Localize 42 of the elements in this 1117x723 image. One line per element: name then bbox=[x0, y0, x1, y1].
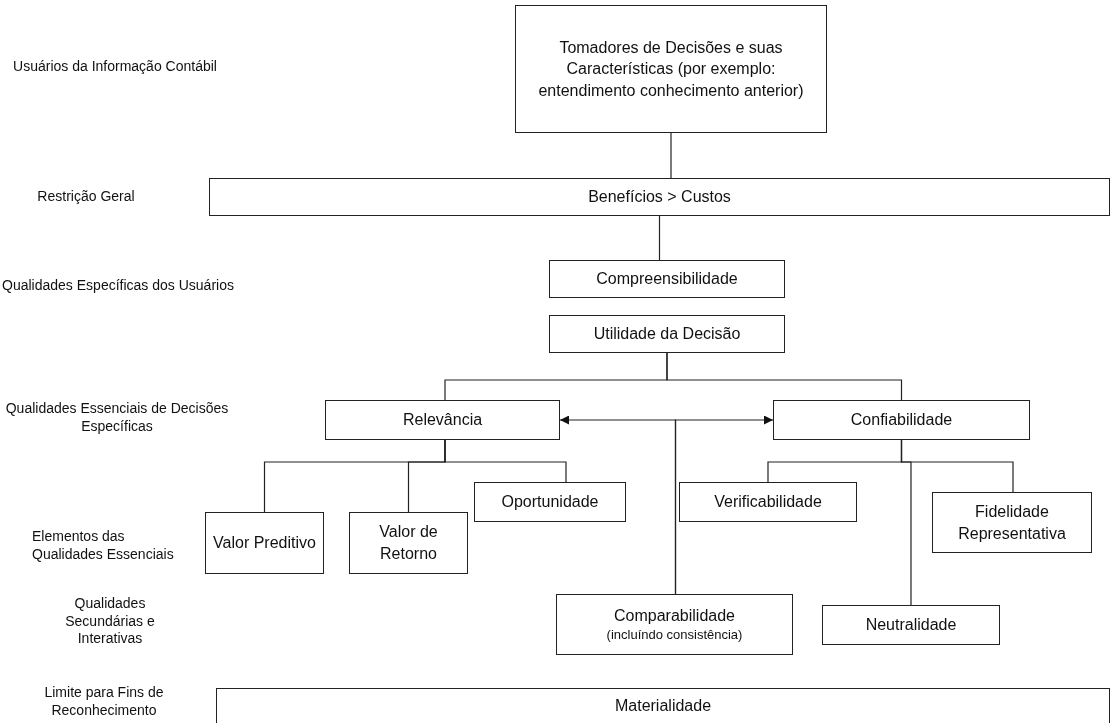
box-label: Verificabilidade bbox=[714, 492, 822, 513]
box-label: Fidelidade Representativa bbox=[957, 501, 1067, 544]
process-box bbox=[773, 400, 1030, 440]
box-label: Tomadores de Decisões e suas Características (por exemplo: entendimento conhecimento anterior) bbox=[537, 37, 805, 101]
process-box bbox=[679, 482, 857, 522]
box-label: Materialidade bbox=[614, 696, 712, 716]
level-label: Restrição Geral bbox=[36, 188, 136, 206]
process-box bbox=[515, 5, 827, 133]
level-label: Limite para Fins de Reconhecimento bbox=[43, 684, 165, 719]
box-label: Valor de Retorno bbox=[378, 522, 439, 564]
box-label: Oportunidade bbox=[501, 492, 599, 513]
level-label: Elementos das Qualidades Essenciais bbox=[32, 528, 175, 563]
process-box bbox=[549, 260, 785, 298]
connector-line bbox=[666, 352, 903, 401]
process-box bbox=[325, 400, 560, 440]
box-label: Compreensibilidade bbox=[596, 269, 738, 290]
box-label: Relevância bbox=[402, 410, 483, 431]
process-box bbox=[209, 178, 1110, 216]
arrow bbox=[674, 415, 774, 595]
process-box bbox=[822, 605, 1000, 645]
level-label: Qualidades Secundárias e Interativas bbox=[64, 595, 156, 648]
level-label: Qualidades Específicas dos Usuários bbox=[1, 277, 235, 295]
connector-line bbox=[444, 439, 567, 483]
process-box bbox=[556, 594, 793, 655]
connector-line bbox=[670, 132, 672, 179]
box-label: Comparabilidade bbox=[614, 606, 735, 627]
connector-line bbox=[658, 215, 661, 261]
box-label: Valor Preditivo bbox=[213, 533, 316, 554]
box-label: Benefícios > Custos bbox=[588, 187, 731, 208]
level-label: Usuários da Informação Contábil bbox=[12, 58, 218, 76]
box-label: Neutralidade bbox=[865, 615, 957, 636]
box-note: (incluíndo consistência) bbox=[606, 626, 743, 644]
connector-line bbox=[900, 439, 1014, 493]
box-label: Confiabilidade bbox=[850, 410, 953, 431]
process-box bbox=[205, 512, 324, 574]
process-box bbox=[474, 482, 626, 522]
process-box bbox=[216, 688, 1110, 723]
box-label: Utilidade da Decisão bbox=[593, 324, 741, 345]
process-box bbox=[932, 492, 1092, 553]
process-box bbox=[349, 512, 468, 574]
process-box bbox=[549, 315, 785, 353]
level-label: Qualidades Essenciais de Decisões Específicas bbox=[4, 400, 230, 435]
